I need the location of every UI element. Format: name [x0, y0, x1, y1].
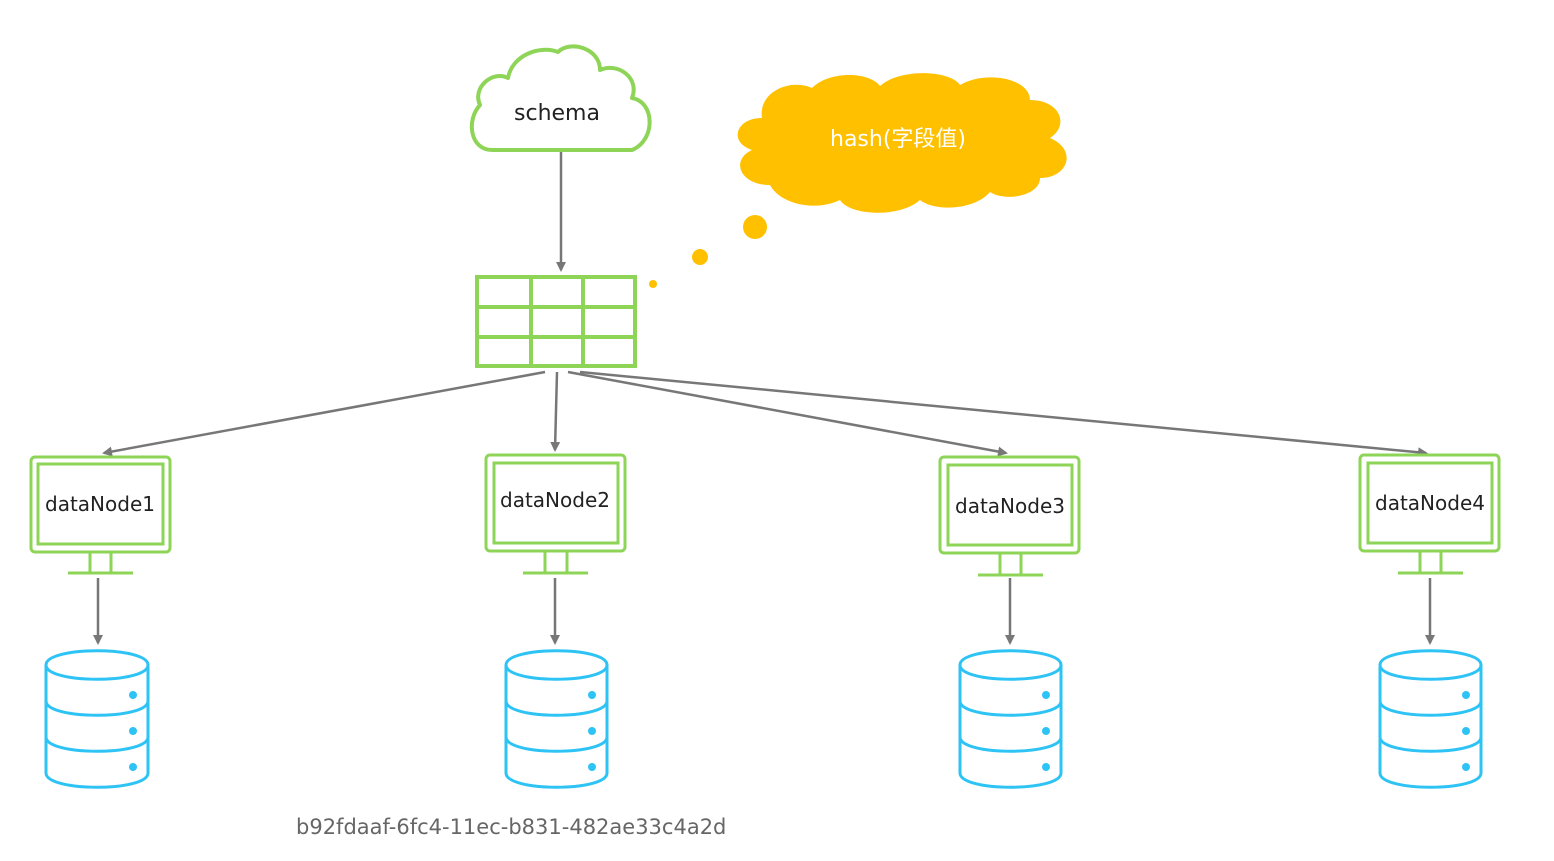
arrow-to-node4 [579, 370, 1428, 458]
node-label: dataNode4 [1375, 491, 1485, 515]
data-node-1: dataNode1 [29, 455, 172, 789]
thought-bubble-large [743, 215, 767, 239]
database-icon [504, 649, 609, 789]
thought-cloud-icon [737, 73, 1067, 213]
node-label: dataNode3 [955, 494, 1065, 518]
monitor-icon [484, 453, 627, 575]
node-label: dataNode2 [500, 488, 610, 512]
image-caption: b92fdaaf-6fc4-11ec-b831-482ae33c4a2d [296, 815, 726, 839]
arrow-to-node1 [102, 370, 546, 457]
table-grid-icon [475, 275, 637, 368]
database-icon [44, 649, 150, 789]
monitor-icon [938, 455, 1081, 577]
hash-cloud: hash(字段值) [649, 73, 1067, 288]
schema-label: schema [514, 101, 600, 126]
database-icon [958, 649, 1063, 789]
distribution-arrows [102, 370, 1428, 458]
hash-label: hash(字段值) [830, 127, 966, 152]
thought-bubble-small [649, 280, 657, 288]
arrow-to-node2 [550, 371, 561, 452]
data-node-3: dataNode3 [938, 455, 1081, 789]
data-node-2: dataNode2 [484, 453, 627, 789]
node-label: dataNode1 [45, 492, 155, 516]
data-node-4: dataNode4 [1358, 453, 1501, 789]
schema-cloud: schema [470, 44, 652, 152]
cloud-icon [470, 44, 652, 152]
arrow-to-node3 [567, 370, 1008, 457]
database-icon [1378, 649, 1483, 789]
monitor-icon [29, 455, 172, 575]
thought-bubble-medium [692, 249, 708, 265]
monitor-icon [1358, 453, 1501, 575]
